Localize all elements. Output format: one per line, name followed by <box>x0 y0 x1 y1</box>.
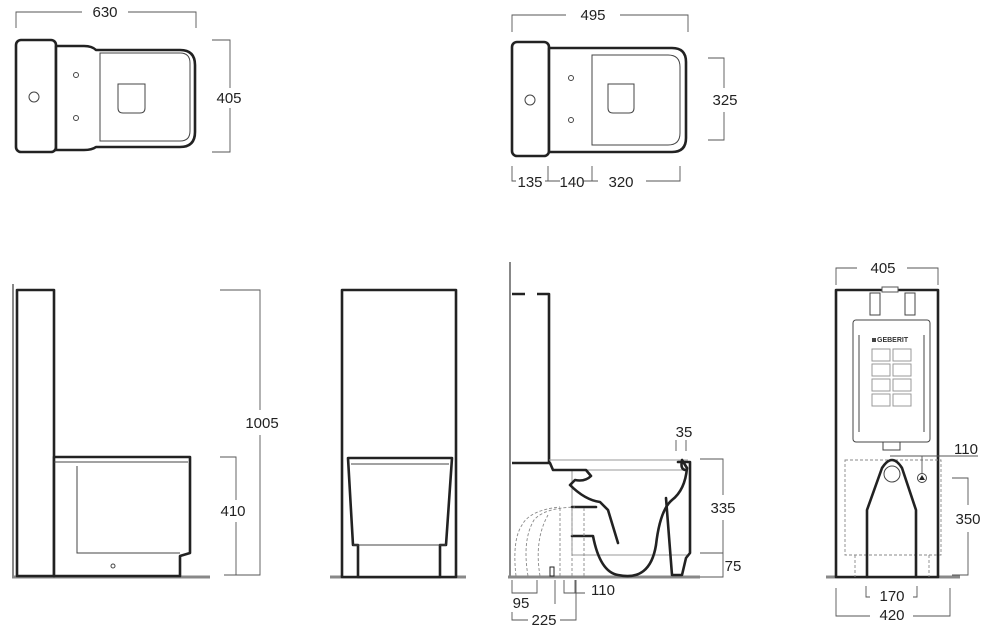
dim-foot-75: 75 <box>725 558 742 575</box>
dim-225: 225 <box>531 612 556 629</box>
dim-depth-325: 325 <box>712 92 737 109</box>
rear-view: GEBERIT 110 350 405 170 420 <box>826 260 981 624</box>
dim-height-410: 410 <box>220 503 245 520</box>
front-view <box>330 288 466 579</box>
section-view: 35 335 75 95 110 225 <box>508 262 741 629</box>
dim-rim-35: 35 <box>676 424 693 441</box>
dim-width-405: 405 <box>870 260 895 277</box>
dim-height-335: 335 <box>710 500 735 517</box>
dim-tank-135: 135 <box>517 174 542 191</box>
dim-pipe-110: 110 <box>954 441 978 458</box>
plan-view-left: 630 405 <box>14 4 242 154</box>
geberit-logo: GEBERIT <box>877 337 909 344</box>
dim-95: 95 <box>513 595 530 612</box>
dim-depth-405: 405 <box>216 90 241 107</box>
dim-height-1005: 1005 <box>245 415 278 432</box>
dim-bowl-320: 320 <box>608 174 633 191</box>
dim-feet-170: 170 <box>879 588 904 605</box>
dim-base-420: 420 <box>879 607 904 624</box>
dim-outlet-350: 350 <box>955 511 980 528</box>
dim-width-630: 630 <box>92 4 117 21</box>
plan-view-right: 495 325 135 140 320 <box>510 7 738 191</box>
dim-width-495: 495 <box>580 7 605 24</box>
side-view: 1005 410 <box>12 284 279 579</box>
dim-110: 110 <box>591 582 615 599</box>
dim-gap-140: 140 <box>559 174 584 191</box>
